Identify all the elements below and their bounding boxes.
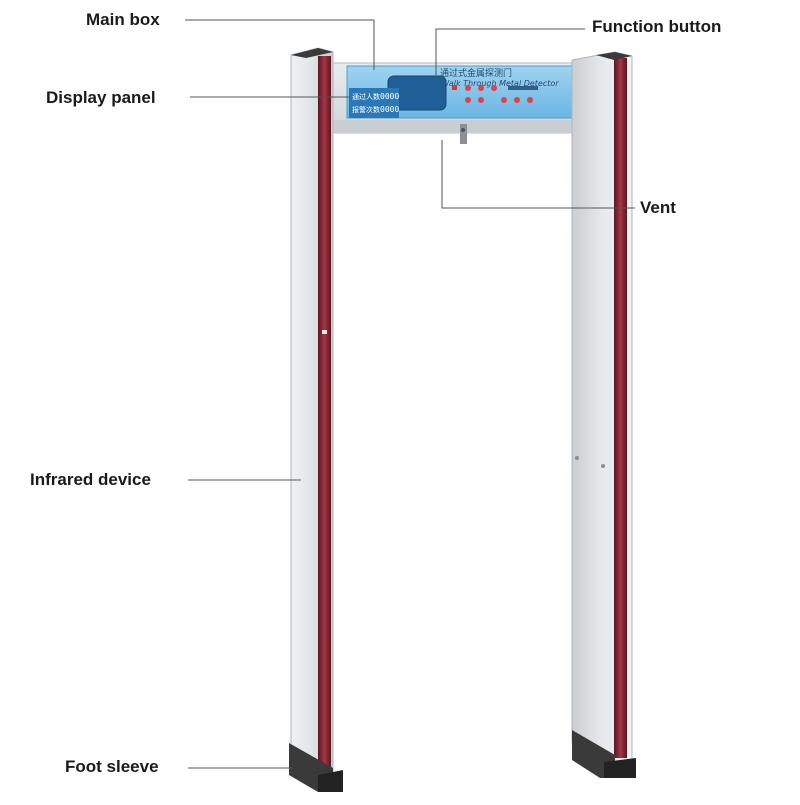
function-buttons <box>452 85 538 103</box>
counter-pass-label: 通过人数 <box>352 92 380 101</box>
foot-sleeve-left <box>289 743 343 792</box>
leader-function-button <box>435 28 585 80</box>
function-button-6 <box>501 97 507 103</box>
left-pillar <box>290 47 334 779</box>
label-foot-sleeve: Foot sleeve <box>65 757 159 776</box>
left-infrared-strip <box>318 56 331 772</box>
foot-sleeve-right <box>572 730 636 778</box>
function-button-5 <box>478 97 484 103</box>
function-button-8 <box>527 97 533 103</box>
label-function-button: Function button <box>592 17 722 36</box>
function-slot <box>508 86 538 90</box>
display-panel: 通过人数 0000 报警次数 0000 <box>349 75 447 118</box>
indicator-led <box>452 85 457 90</box>
leader-main-box <box>185 19 375 70</box>
function-button-4 <box>465 97 471 103</box>
counter-pass-value: 0000 <box>380 92 399 101</box>
label-vent: Vent <box>640 198 676 217</box>
right-pillar <box>571 51 633 767</box>
label-main-box: Main box <box>86 10 160 29</box>
label-infrared-device: Infrared device <box>30 470 151 489</box>
function-button-7 <box>514 97 520 103</box>
panel-title-en: Walk Through Metal Detector <box>441 79 559 88</box>
vent <box>460 124 467 144</box>
leader-vent <box>441 140 635 209</box>
counter-alarm-label: 报警次数 <box>352 105 380 114</box>
leader-lines <box>185 19 635 769</box>
function-button-1 <box>465 85 471 91</box>
function-button-3 <box>491 85 497 91</box>
panel-title-cn: 通过式金属探测门 <box>440 67 512 79</box>
function-button-2 <box>478 85 484 91</box>
counter-alarm-value: 0000 <box>380 105 399 114</box>
right-infrared-strip <box>614 58 627 758</box>
label-display-panel: Display panel <box>46 88 156 107</box>
